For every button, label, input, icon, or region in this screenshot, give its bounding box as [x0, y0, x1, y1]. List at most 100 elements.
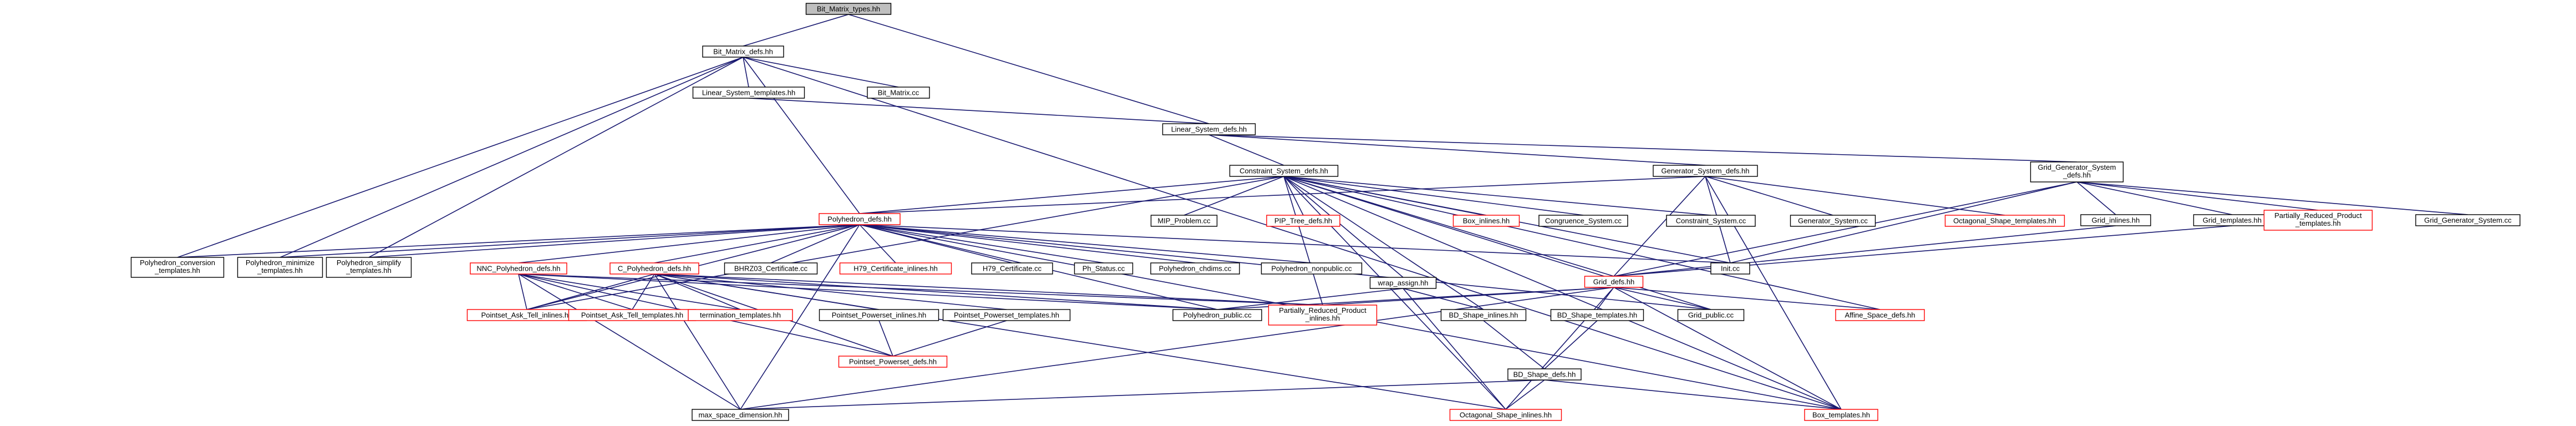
node-label: Octagonal_Shape_inlines.hh [1460, 411, 1552, 419]
edge-lst-to-lsd [748, 98, 1210, 124]
node-lst[interactable]: Linear_System_templates.hh [692, 87, 805, 99]
node-boxinl[interactable]: Box_inlines.hh [1452, 215, 1520, 227]
edge-gsd-to-octtpl [1705, 176, 2005, 216]
node-ppaskinl[interactable]: Pointset_Ask_Tell_inlines.hh [466, 309, 587, 321]
node-phstat[interactable]: Ph_Status.cc [1074, 262, 1134, 275]
node-lsd[interactable]: Linear_System_defs.hh [1162, 123, 1256, 135]
node-label: C_Polyhedron_defs.hh [618, 265, 691, 273]
edge-phd-to-initcc [859, 224, 1731, 263]
node-pppowdefs[interactable]: Pointset_Powerset_defs.hh [838, 356, 948, 368]
edge-nncd-to-termtpl [518, 273, 741, 310]
node-box [724, 262, 818, 275]
node-bmd[interactable]: Bit_Matrix_defs.hh [702, 45, 784, 58]
node-phchd[interactable]: Polyhedron_chdims.cc [1150, 262, 1240, 275]
node-box [838, 356, 948, 368]
node-octtpl[interactable]: Octagonal_Shape_templates.hh [1944, 215, 2065, 227]
node-h79cc[interactable]: H79_Certificate.cc [971, 262, 1053, 275]
node-box [2030, 161, 2124, 182]
node-phnonpub[interactable]: Polyhedron_nonpublic.cc [1261, 262, 1363, 275]
edge-gsd-to-griddefs [1613, 176, 1706, 277]
node-box [867, 87, 930, 99]
node-label: Generator_System_defs.hh [1662, 167, 1750, 175]
edge-bmt-to-bmd [743, 14, 849, 47]
node-wrap[interactable]: wrap_assign.hh [1369, 277, 1437, 289]
edge-phd-to-phconv [177, 224, 860, 258]
node-label: Grid_Generator_System [2038, 163, 2116, 171]
node-pppowinl[interactable]: Pointset_Powerset_inlines.hh [819, 309, 939, 321]
node-maxdim[interactable]: max_space_dimension.hh [692, 409, 789, 421]
node-phconv[interactable]: Polyhedron_conversion_templates.hh [130, 257, 225, 278]
node-label: Grid_defs.hh [1593, 278, 1634, 286]
node-ggscc[interactable]: Grid_Generator_System.cc [2415, 214, 2521, 226]
node-bddefs[interactable]: BD_Shape_defs.hh [1507, 368, 1582, 381]
edge-bddefs-to-maxdim [740, 379, 1545, 410]
node-gridtpl[interactable]: Grid_templates.hh [2193, 214, 2272, 226]
node-bhrz[interactable]: BHRZ03_Certificate.cc [724, 262, 818, 275]
node-bdinl[interactable]: BD_Shape_inlines.hh [1440, 309, 1527, 321]
node-box [1710, 262, 1750, 275]
edge-bddefs-to-boxtpl [1544, 379, 1842, 410]
node-box [1677, 309, 1745, 321]
edge-cpd-to-phpub [654, 273, 1218, 310]
node-label: Constraint_System.cc [1676, 217, 1746, 225]
node-label: Constraint_System_defs.hh [1239, 167, 1328, 175]
node-box [819, 213, 901, 225]
edge-csd-to-mipcc [1183, 176, 1284, 216]
node-cpd[interactable]: C_Polyhedron_defs.hh [609, 262, 699, 275]
node-boxtpl[interactable]: Box_templates.hh [1804, 409, 1878, 421]
node-phmin[interactable]: Polyhedron_minimize_templates.hh [237, 257, 323, 278]
node-piptree[interactable]: PIP_Tree_defs.hh [1266, 215, 1340, 227]
node-mipcc[interactable]: MIP_Problem.cc [1150, 215, 1218, 227]
node-gsd[interactable]: Generator_System_defs.hh [1653, 165, 1758, 177]
node-congcc[interactable]: Congruence_System.cc [1538, 215, 1628, 227]
node-box [805, 3, 892, 15]
node-label: Partially_Reduced_Product [1279, 306, 1366, 315]
node-termtpl[interactable]: termination_templates.hh [688, 309, 793, 321]
node-initcc[interactable]: Init.cc [1710, 262, 1750, 275]
node-gencc[interactable]: Generator_System.cc [1790, 215, 1876, 227]
node-label: Grid_Generator_System.cc [2424, 216, 2512, 225]
node-octinl[interactable]: Octagonal_Shape_inlines.hh [1449, 409, 1562, 421]
node-pppowtpl[interactable]: Pointset_Powerset_templates.hh [942, 309, 1071, 321]
edge-bmd-to-lst [743, 57, 749, 88]
node-bmcc[interactable]: Bit_Matrix.cc [867, 87, 930, 99]
edge-phd-to-phchd [859, 224, 1196, 263]
node-griddefs[interactable]: Grid_defs.hh [1584, 276, 1644, 288]
node-phsimp[interactable]: Polyhedron_simplify_templates.hh [326, 257, 412, 278]
edge-nncd-to-maxdim [518, 273, 741, 410]
edge-bmd-to-bmcc [743, 57, 899, 88]
node-bdtpl[interactable]: BD_Shape_templates.hh [1550, 309, 1644, 321]
edge-bmd-to-boxtpl [743, 57, 1842, 410]
node-ggsd[interactable]: Grid_Generator_System_defs.hh [2030, 161, 2124, 182]
node-box [1172, 309, 1262, 321]
node-nncd[interactable]: NNC_Polyhedron_defs.hh [470, 262, 567, 275]
edge-bmd-to-phconv [177, 57, 744, 258]
node-pprtpl[interactable]: Partially_Reduced_Product_templates.hh [2263, 210, 2373, 231]
edge-ggsd-to-gridinl [2076, 181, 2116, 215]
node-csd[interactable]: Constraint_System_defs.hh [1229, 165, 1339, 177]
node-label: BHRZ03_Certificate.cc [734, 265, 808, 273]
edge-csd-to-affdefs [1283, 176, 1881, 310]
edge-cpd-to-ppasktpl [632, 273, 655, 310]
node-box [1584, 276, 1644, 288]
edge-griddefs-to-affdefs [1613, 287, 1881, 310]
edge-ggsd-to-griddefs [1613, 181, 2077, 277]
node-phpub[interactable]: Polyhedron_public.cc [1172, 309, 1262, 321]
node-gridinl[interactable]: Grid_inlines.hh [2080, 214, 2151, 226]
node-h79inl[interactable]: H79_Certificate_inlines.hh [839, 262, 952, 275]
node-label: Linear_System_templates.hh [702, 89, 795, 97]
node-gridpub[interactable]: Grid_public.cc [1677, 309, 1745, 321]
node-phd[interactable]: Polyhedron_defs.hh [819, 213, 901, 225]
node-conscc[interactable]: Constraint_System.cc [1666, 215, 1756, 227]
node-label: _templates.hh [257, 266, 303, 275]
node-bmt[interactable]: Bit_Matrix_types.hh [805, 3, 892, 15]
node-label: BD_Shape_templates.hh [1557, 311, 1638, 320]
edge-nncd-to-ppaskinl [518, 273, 527, 310]
node-affdefs[interactable]: Affine_Space_defs.hh [1835, 309, 1925, 321]
node-box [1944, 215, 2065, 227]
edge-phd-to-phmin [280, 224, 860, 258]
edge-lsd-to-gsd [1208, 134, 1706, 166]
node-pprinl[interactable]: Partially_Reduced_Product_inlines.hh [1268, 305, 1378, 326]
node-ppasktpl[interactable]: Pointset_Ask_Tell_templates.hh [568, 309, 697, 321]
node-box [326, 257, 412, 278]
